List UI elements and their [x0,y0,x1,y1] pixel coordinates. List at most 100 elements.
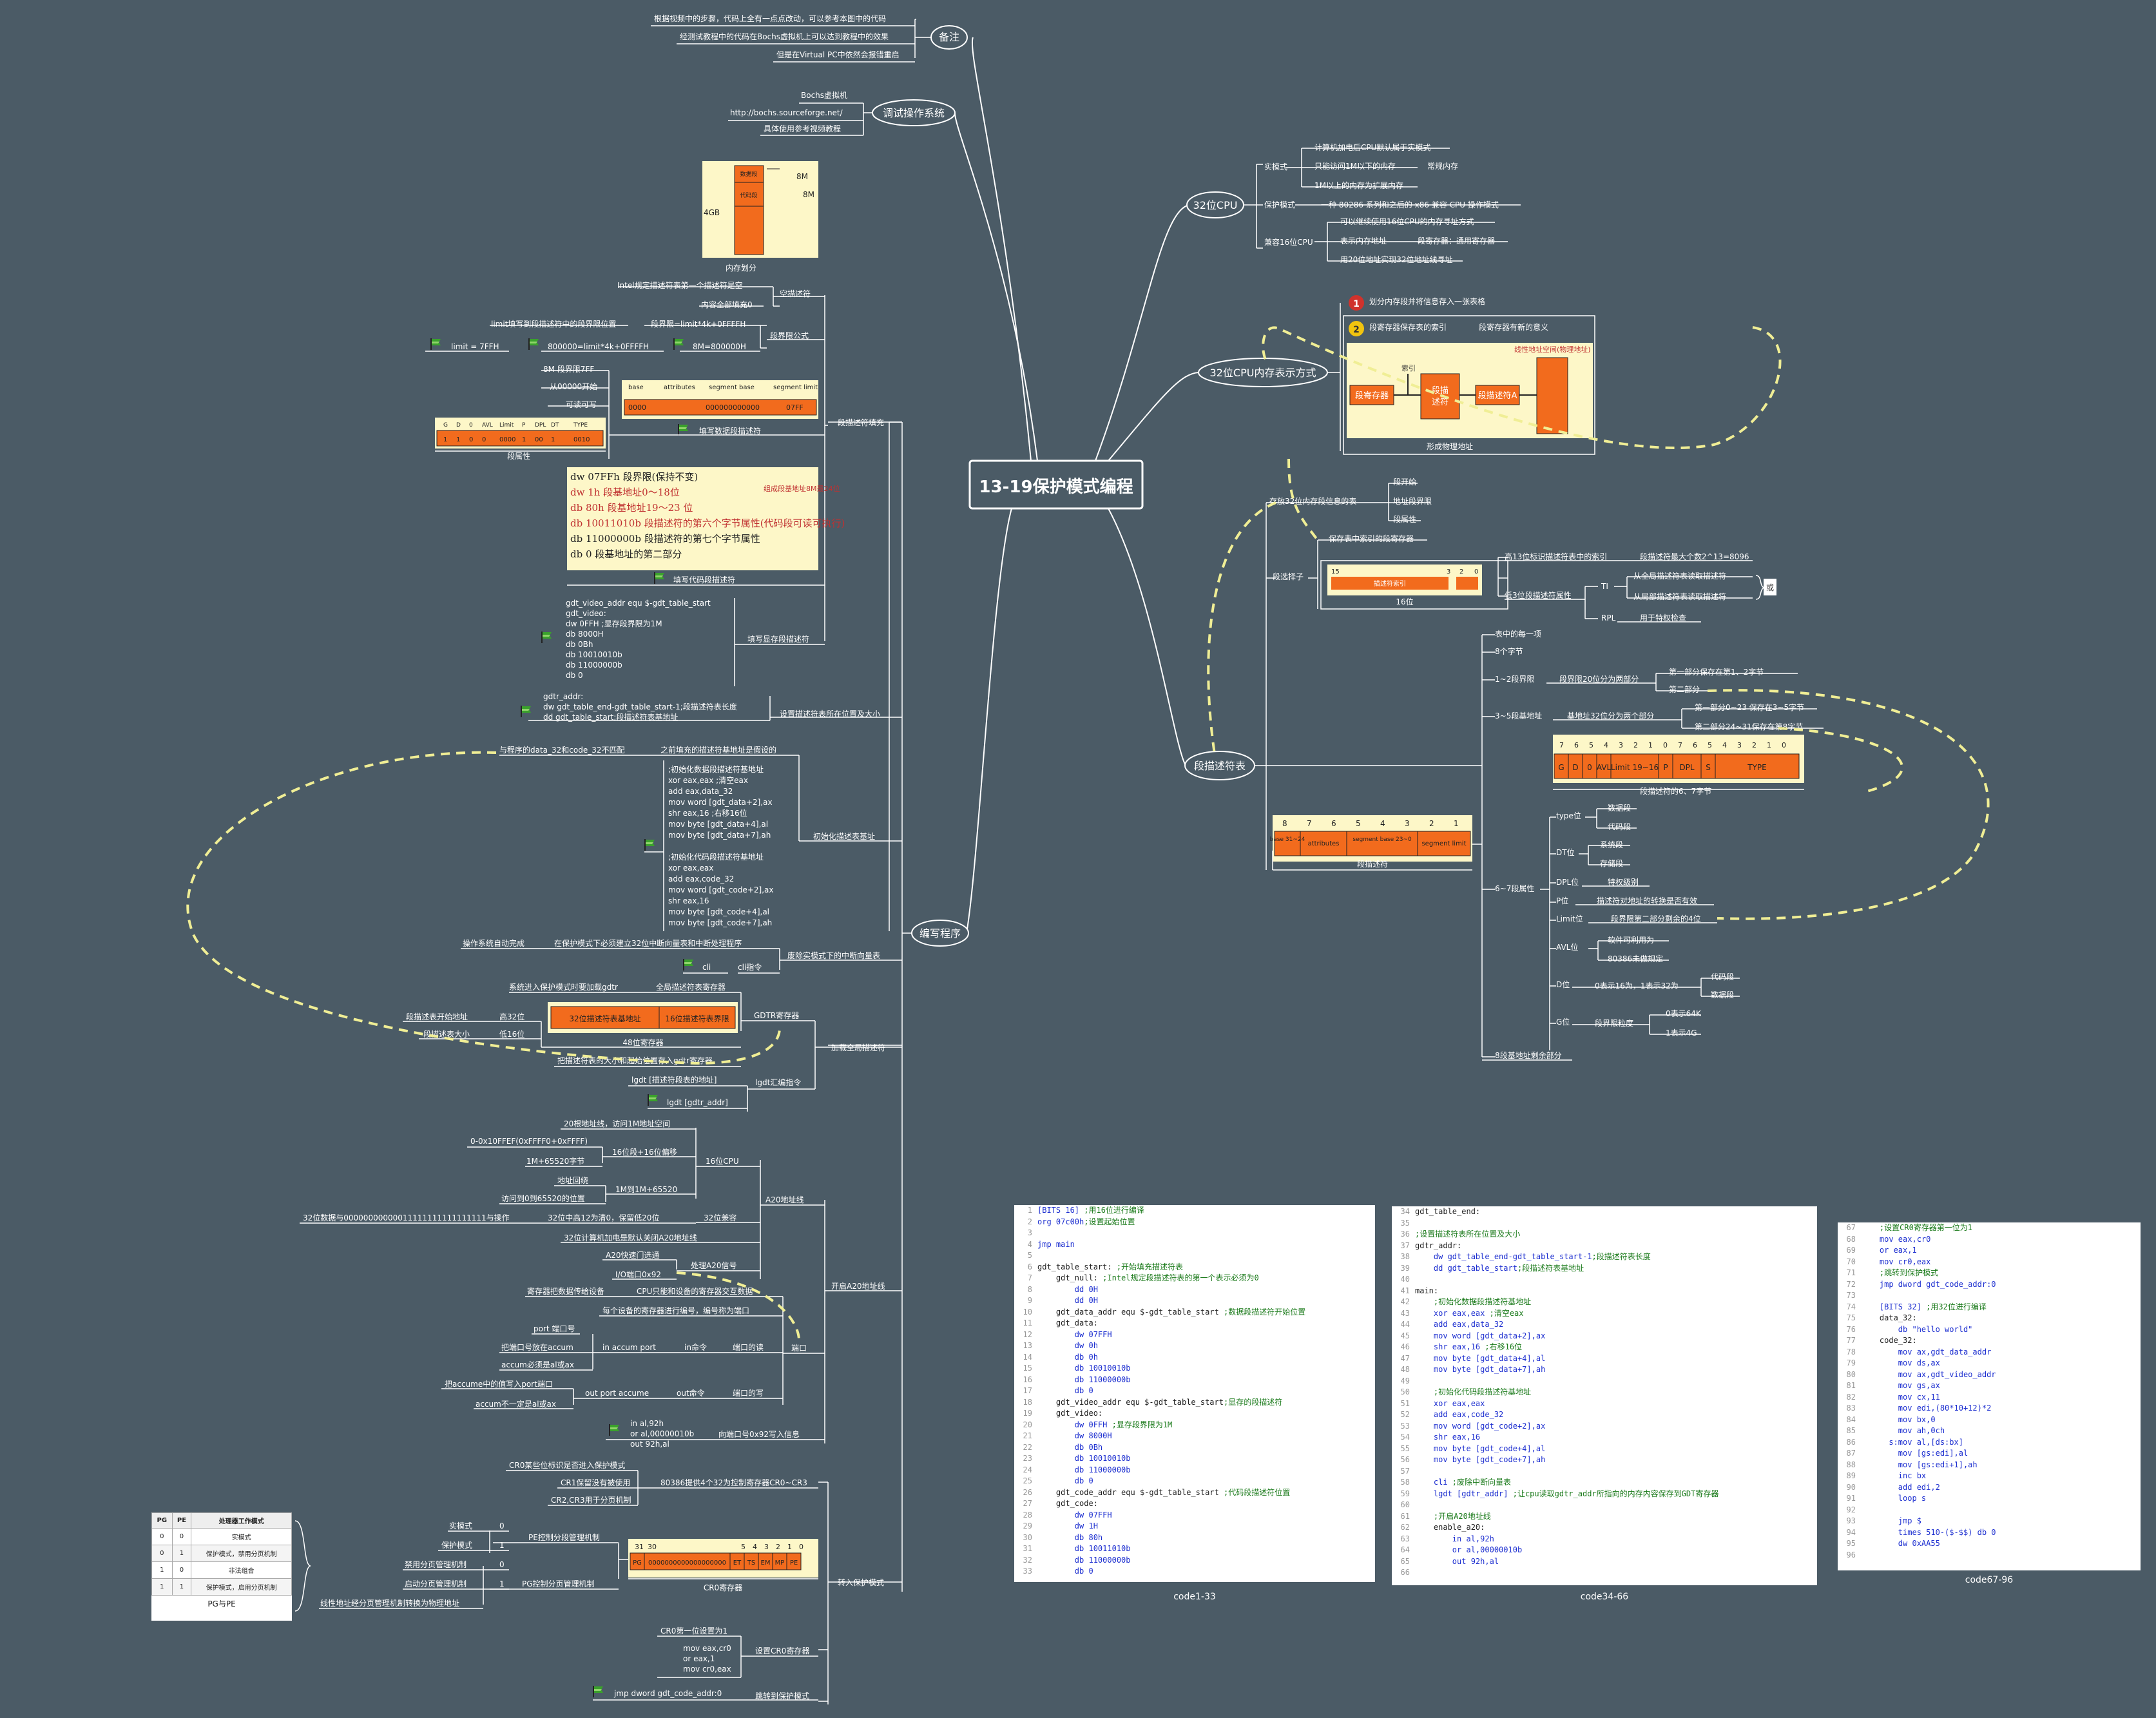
code-line: 39 dd gdt_table_start;段描述符表基地址 [1400,1263,1584,1273]
code-line: 51 xor eax,eax [1400,1398,1485,1408]
code-line: 11 gdt_data: [1023,1318,1098,1327]
code-line: 77 code_32: [1846,1336,1917,1345]
svg-text:保护模式: 保护模式 [1264,200,1295,209]
svg-text:accum不一定是al或ax: accum不一定是al或ax [476,1399,556,1409]
svg-text:0表示16为，1表示32为: 0表示16为，1表示32为 [1595,981,1679,990]
svg-text:1: 1 [499,1579,505,1588]
code-line: 75 data_32: [1846,1313,1917,1322]
attr-bit: 4 [1604,741,1608,749]
svg-text:16位段+16位偏移: 16位段+16位偏移 [612,1147,677,1157]
a20-code-line: out 92h,al [630,1440,669,1449]
svg-text:0: 0 [499,1521,505,1530]
attr-bit: 7 [1559,741,1564,749]
svg-text:20根地址线，访问1M地址空间: 20根地址线，访问1M地址空间 [564,1119,670,1128]
svg-text:80386未做规定: 80386未做规定 [1608,954,1663,963]
svg-text:P位: P位 [1556,896,1568,905]
code-line: 71 ;跳转到保护模式 [1846,1268,1939,1277]
cr0-cell: TS [747,1559,755,1567]
init-line: ;初始化代码段描述符基地址 [668,852,764,862]
code-line: 46 shr eax,16 ;右移16位 [1400,1342,1523,1351]
svg-text:从00000开始: 从00000开始 [550,382,597,391]
attr-tbl-val: 0 [482,436,486,443]
code-line: 57 [1400,1466,1410,1476]
code-line: 10 gdt_data_addr equ $-gdt_table_start ;… [1023,1307,1306,1317]
code-line: 14 db 0h [1023,1352,1098,1362]
svg-text:可读可写: 可读可写 [566,400,597,409]
branch-desc-table[interactable]: 段描述符表 [1184,751,1255,780]
branch-beizhu[interactable]: 备注 [930,25,968,50]
svg-text:表中的每一项: 表中的每一项 [1495,629,1541,639]
root-node[interactable]: 13-19保护模式编程 [968,459,1144,510]
attr-bit: 2 [1752,741,1757,749]
attr-field: D [1572,763,1578,772]
svg-text:1M+65520字节: 1M+65520字节 [526,1156,584,1166]
video-line: db 11000000b [566,661,622,670]
code-line: 32 db 11000000b [1023,1555,1131,1565]
svg-text:端口的读: 端口的读 [733,1342,764,1352]
svg-text:RPL: RPL [1601,613,1616,623]
code-line: 43 xor eax,eax ;清空eax [1400,1308,1524,1318]
svg-text:1表示4G: 1表示4G [1666,1028,1697,1038]
svg-text:之前填充的描述符基地址是假设的: 之前填充的描述符基地址是假设的 [660,745,776,755]
code-line: 81 mov gs,ax [1846,1381,1940,1390]
svg-text:0-0x10FFEF(0xFFFF0+0xFFFF): 0-0x10FFEF(0xFFFF0+0xFFFF) [470,1137,588,1146]
code-note-line: db 80h 段基地址19～23 位 [570,502,693,514]
svg-text:limit填写到段描述符中的段界限位置: limit填写到段描述符中的段界限位置 [491,319,616,329]
code-line: 29 dw 1H [1023,1521,1098,1530]
svg-text:软件可利用为: 软件可利用为 [1608,936,1654,945]
svg-text:代码段: 代码段 [1608,822,1631,831]
svg-text:800000=limit*4k+0FFFFH: 800000=limit*4k+0FFFFH [548,342,649,351]
svg-text:存放32位内存段信息的表: 存放32位内存段信息的表 [1269,496,1356,506]
svg-text:描述符对地址的转换是否有效: 描述符对地址的转换是否有效 [1597,896,1697,905]
init-line: ;初始化数据段描述符基地址 [668,764,764,774]
svg-text:段寄存器保存表的索引: 段寄存器保存表的索引 [1369,322,1447,332]
svg-text:划分内存段并将信息存入一张表格: 划分内存段并将信息存入一张表格 [1369,296,1485,306]
attr-tbl-head: D [456,422,461,429]
svg-text:2: 2 [1459,568,1463,575]
desc-byte: 7 [1307,819,1312,828]
svg-text:高13位标识描述符表中的索引: 高13位标识描述符表中的索引 [1505,552,1607,561]
svg-text:0: 0 [1474,568,1478,575]
svg-text:可以继续使用16位CPU的内存寻址方式: 可以继续使用16位CPU的内存寻址方式 [1340,217,1474,226]
svg-text:DT位: DT位 [1556,847,1575,857]
svg-text:只能访问1M以下的内存: 只能访问1M以下的内存 [1314,161,1396,171]
svg-text:1M到1M+65520: 1M到1M+65520 [615,1185,677,1194]
code-line: 68 mov eax,cr0 [1846,1234,1931,1244]
attr-field: AVL [1597,763,1612,772]
desc-byte: 8 [1282,819,1287,828]
svg-text:代码段: 代码段 [1711,972,1734,981]
svg-text:4GB: 4GB [704,208,720,217]
code-line: 21 dw 8000H [1023,1431,1112,1440]
svg-text:8个字节: 8个字节 [1495,646,1523,656]
code-line: 56 mov byte [gdt_code+7],ah [1400,1455,1546,1464]
attr-field: TYPE [1747,763,1766,772]
branch-tiaoshi[interactable]: 调试操作系统 [872,99,956,126]
svg-text:段属性: 段属性 [507,451,530,461]
code-line: 66 [1400,1568,1410,1577]
code-line: 15 db 10010010b [1023,1364,1131,1373]
svg-text:out port accume: out port accume [585,1389,649,1398]
svg-text:3~5段基地址: 3~5段基地址 [1495,711,1542,720]
branch-cpu32[interactable]: 32位CPU [1186,191,1244,218]
cr0-code-line: or eax,1 [683,1654,715,1663]
code-line: 94 times 510-($-$$) db 0 [1846,1527,1996,1537]
svg-text:http://bochs.sourceforge.net/: http://bochs.sourceforge.net/ [730,108,843,117]
attr-tbl-head: G [443,422,448,429]
svg-text:段属性: 段属性 [1393,514,1416,524]
code-line: 45 mov word [gdt_data+2],ax [1400,1331,1546,1340]
code-panel-2-caption: code34-66 [1580,1592,1629,1602]
svg-text:线性地址经分页管理机制转换为物理地址: 线性地址经分页管理机制转换为物理地址 [320,1598,459,1608]
svg-text:1: 1 [1353,299,1360,309]
svg-text:A20快速门选通: A20快速门选通 [606,1250,659,1260]
svg-text:段描述符表: 段描述符表 [1194,760,1246,772]
attr-tbl-head: DT [551,422,559,429]
branch-program[interactable]: 编写程序 [911,920,969,947]
branch-mem-repr[interactable]: 32位CPU内存表示方式 [1198,358,1328,387]
